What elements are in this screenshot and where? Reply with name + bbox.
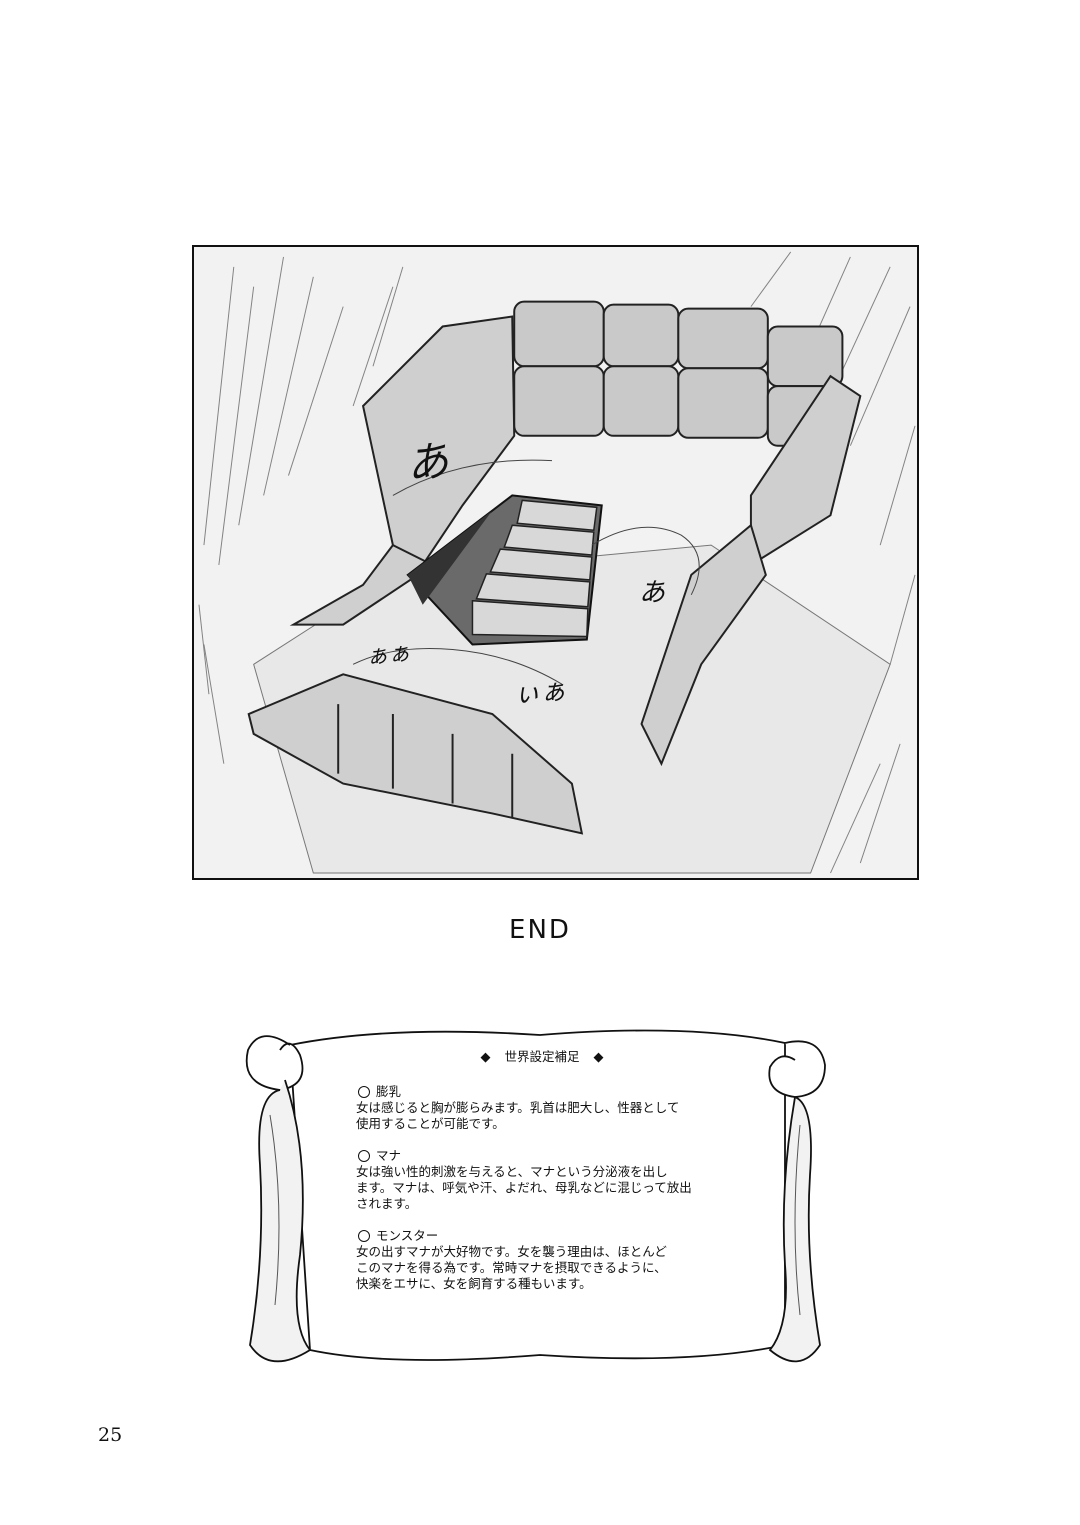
circle-bullet-icon [358, 1150, 370, 1162]
section-bulging-breasts: 膨乳 女は感じると胸が膨らみます。乳首は肥大し、性器として 使用することが可能で… [356, 1084, 728, 1132]
section-heading-text: モンスター [376, 1228, 439, 1243]
circle-bullet-icon [358, 1086, 370, 1098]
section-heading-text: マナ [376, 1148, 402, 1163]
scroll-title-text: 世界設定補足 [504, 1049, 580, 1064]
section-line: されます。 [356, 1196, 418, 1211]
sound-effect-text: ぁぁ [365, 640, 412, 671]
sound-effect-text: あ [639, 578, 666, 608]
page-number: 25 [98, 1424, 123, 1446]
section-line: 快楽をエサに、女を飼育する種もいます。 [356, 1276, 592, 1291]
scroll-frame [245, 1029, 826, 1363]
section-line: 使用することが可能です。 [356, 1116, 505, 1131]
stone-stairway-illustration [194, 247, 917, 878]
section-heading: 膨乳 [356, 1084, 728, 1100]
section-heading: マナ [356, 1148, 728, 1164]
section-line: 女は感じると胸が膨らみます。乳首は肥大し、性器として [356, 1100, 680, 1115]
scroll-title: ◆ 世界設定補足 ◆ [356, 1049, 728, 1066]
end-label: END [509, 915, 571, 945]
diamond-icon: ◆ [480, 1050, 491, 1065]
section-heading: モンスター [356, 1228, 728, 1244]
section-line: このマナを得る為です。常時マナを摂取できるように、 [356, 1260, 667, 1275]
section-line: 女の出すマナが大好物です。女を襲う理由は、ほとんど [356, 1244, 667, 1259]
sound-effect-text: ぃぁ [513, 676, 568, 710]
manga-panel: あ あ ぁぁ ぃぁ [192, 245, 919, 880]
diamond-icon: ◆ [593, 1050, 604, 1065]
section-monster: モンスター 女の出すマナが大好物です。女を襲う理由は、ほとんど このマナを得る為… [356, 1228, 728, 1292]
info-scroll: ◆ 世界設定補足 ◆ 膨乳 女は感じると胸が膨らみます。乳首は肥大し、性器として… [240, 1005, 830, 1385]
circle-bullet-icon [358, 1230, 370, 1242]
section-line: 女は強い性的刺激を与えると、マナという分泌液を出し [356, 1164, 668, 1179]
section-heading-text: 膨乳 [376, 1084, 402, 1099]
scroll-text-area: ◆ 世界設定補足 ◆ 膨乳 女は感じると胸が膨らみます。乳首は肥大し、性器として… [356, 1049, 728, 1308]
section-mana: マナ 女は強い性的刺激を与えると、マナという分泌液を出し ます。マナは、呼気や汗… [356, 1148, 728, 1212]
section-line: ます。マナは、呼気や汗、よだれ、母乳などに混じって放出 [356, 1180, 692, 1195]
sound-effect-text: あ [403, 435, 452, 490]
